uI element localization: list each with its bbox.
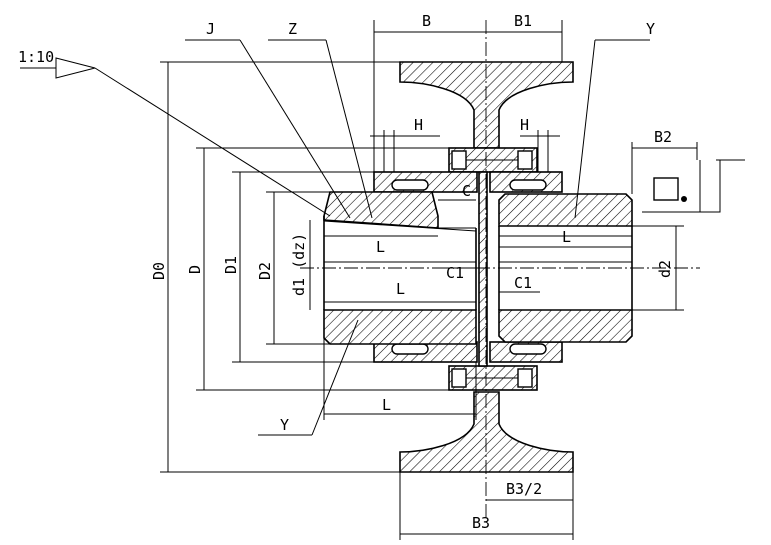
label-D1: D1 — [222, 256, 240, 274]
label-Y-top: Y — [646, 20, 655, 38]
center-lines — [300, 20, 700, 520]
label-L-left-top: L — [376, 238, 385, 256]
label-taper: 1:10 — [18, 48, 54, 66]
inner-sleeve-right — [489, 171, 563, 363]
bolt-bottom — [451, 368, 533, 388]
label-B: B — [422, 12, 431, 30]
label-d1: d1 (dz) — [290, 233, 308, 296]
label-C: C — [462, 182, 471, 200]
label-H-left: H — [414, 116, 423, 134]
leader-lines — [20, 39, 650, 436]
label-B3: B3 — [472, 514, 490, 532]
flange-rim — [399, 61, 574, 473]
bolt-top — [451, 150, 533, 170]
label-L-left-bottom: L — [396, 280, 405, 298]
label-B1: B1 — [514, 12, 532, 30]
label-D0: D0 — [150, 262, 168, 280]
label-C1-right: C1 — [514, 274, 532, 292]
left-hub — [323, 191, 477, 345]
label-J: J — [206, 20, 215, 38]
text-labels: 1:10 J Z Y Y B B1 B2 B3 B3/2 H H C C1 C1… — [18, 12, 674, 532]
label-C1-left: C1 — [446, 264, 464, 282]
dimension-lines — [160, 20, 745, 540]
label-d2: d2 — [656, 260, 674, 278]
label-B2: B2 — [654, 128, 672, 146]
label-Y-bottom: Y — [280, 416, 289, 434]
label-B3-half: B3/2 — [506, 480, 542, 498]
inner-sleeve-left — [373, 171, 478, 363]
label-L-right: L — [562, 228, 571, 246]
right-hub — [498, 193, 633, 343]
label-H-right: H — [520, 116, 529, 134]
label-D2: D2 — [256, 262, 274, 280]
label-D: D — [186, 265, 204, 274]
label-Z: Z — [288, 20, 297, 38]
label-L-lower: L — [382, 396, 391, 414]
